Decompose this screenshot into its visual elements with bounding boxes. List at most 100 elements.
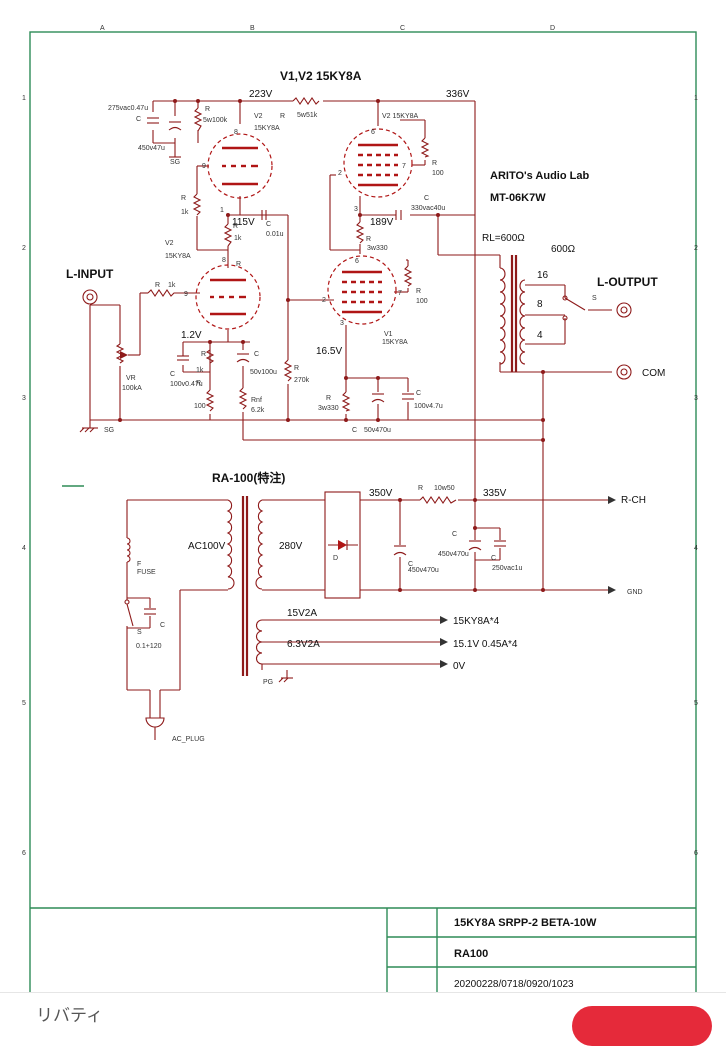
label-c-330: C — [424, 195, 429, 202]
grid-col-d: D — [550, 25, 555, 32]
resistors — [115, 97, 457, 504]
capacitors — [144, 117, 506, 615]
grid-column-letters: A B C D — [100, 25, 555, 32]
pin-3-right: 3 — [354, 206, 358, 213]
grid-row-numbers: 1 2 3 4 5 6 1 2 3 4 5 6 — [22, 95, 698, 857]
label-ac100v: AC100V — [188, 541, 226, 552]
fuse-and-switch — [124, 537, 165, 740]
grid-row-6: 6 — [22, 850, 26, 857]
label-r-3w330-low: R — [326, 395, 331, 402]
pin-2-v1: 2 — [322, 297, 326, 304]
label-3w330-upper: 3w330 — [367, 245, 388, 252]
label-100ka: 100kA — [122, 385, 142, 392]
tube-type-title: V1,V2 15KY8A — [280, 69, 362, 83]
grid-col-c: C — [400, 25, 405, 32]
label-v2-left: V2 — [165, 240, 174, 247]
pin-8-upper: 8 — [234, 129, 238, 136]
label-15ky8a-heater: 15KY8A*4 — [453, 616, 500, 627]
label-switch-s-out: S — [592, 295, 597, 302]
label-sg-top: SG — [170, 159, 180, 166]
bottom-action-button[interactable] — [572, 1006, 712, 1046]
label-c-275: C — [136, 116, 141, 123]
voltage-115v: 115V — [232, 217, 255, 228]
ground-symbols — [79, 155, 293, 683]
pin-6-v1: 6 — [355, 258, 359, 265]
label-r-ch: R-CH — [621, 495, 646, 506]
label-r-10w50: R — [418, 485, 423, 492]
pin-8-lower: 8 — [222, 257, 226, 264]
label-5w51k: 5w51k — [297, 112, 318, 119]
signal-arrows — [440, 496, 616, 668]
label-ra100: RA-100(特注) — [212, 470, 285, 485]
label-c-470-b: C — [452, 531, 457, 538]
label-1k-in: 1k — [168, 282, 176, 289]
grid-row-5: 5 — [22, 700, 26, 707]
bottom-bar-text: リバティ — [36, 1006, 103, 1026]
label-10w50: 10w50 — [434, 485, 455, 492]
pin-6-right: 6 — [371, 129, 375, 136]
label-r-100-low: R — [196, 380, 201, 387]
pin-2-right: 2 — [338, 170, 342, 177]
schematic-labels: V1,V2 15KY8A 223V 336V 115V 189V 1.2V 16… — [66, 69, 665, 743]
label-c-switch: C — [160, 622, 165, 629]
label-0-01u: 0.01u — [266, 231, 284, 238]
label-1k-mid: 1k — [234, 235, 242, 242]
tube-v1 — [327, 255, 397, 325]
schematic-sheet: A B C D 1 2 3 4 5 6 1 2 3 4 5 6 — [22, 25, 698, 1001]
label-ac-plug: AC_PLUG — [172, 736, 205, 743]
pin-7-v1: 7 — [398, 290, 402, 297]
label-15v2a: 15V2A — [287, 608, 317, 619]
label-switch-s-power: S — [137, 629, 142, 636]
pin-9-upper: 9 — [202, 163, 206, 170]
title-block-title: 15KY8A SRPP-2 BETA-10W — [454, 917, 597, 929]
label-r-3w330-upper: R — [366, 236, 371, 243]
label-vr: VR — [126, 375, 136, 382]
label-heater-spec: 15.1V 0.45A*4 — [453, 639, 518, 650]
label-1k-upper: 1k — [181, 209, 189, 216]
label-r-100-right: R — [432, 160, 437, 167]
title-block-dates: 20200228/0718/0920/1023 — [454, 979, 574, 990]
jack-connectors — [82, 289, 632, 380]
grid-row-2: 2 — [22, 245, 26, 252]
junction-dots — [118, 99, 545, 592]
label-275vac: 275vac0.47u — [108, 105, 148, 112]
grid-row-5-right: 5 — [694, 700, 698, 707]
label-3w330-low: 3w330 — [318, 405, 339, 412]
label-250vac1u: 250vac1u — [492, 565, 522, 572]
voltage-223v: 223V — [249, 89, 273, 100]
grid-row-1-right: 1 — [694, 95, 698, 102]
label-450v470u-a: 450v470u — [408, 567, 439, 574]
label-c-50v100u: C — [254, 351, 259, 358]
label-sg-low: SG — [104, 427, 114, 434]
label-0v: 0V — [453, 661, 466, 672]
label-100-right: 100 — [432, 170, 444, 177]
label-r-100k: R — [205, 106, 210, 113]
grid-row-1: 1 — [22, 95, 26, 102]
label-r-1k-mid: R — [233, 223, 238, 230]
label-l-input: L-INPUT — [66, 267, 114, 281]
label-pg: PG — [263, 679, 273, 686]
grid-row-4: 4 — [22, 545, 26, 552]
label-600-ohm: 600Ω — [551, 244, 576, 255]
label-rl-600: RL=600Ω — [482, 233, 525, 244]
tap-4: 4 — [537, 330, 543, 341]
label-com: COM — [642, 368, 665, 379]
voltage-335v: 335V — [483, 488, 507, 499]
label-450v470u-b: 450v470u — [438, 551, 469, 558]
voltage-336v: 336V — [446, 89, 470, 100]
power-transformer — [226, 496, 264, 676]
label-100v4-7u: 100v4.7u — [414, 403, 443, 410]
tap-16: 16 — [537, 270, 549, 281]
label-diode-d: D — [333, 555, 338, 562]
label-r-1k-low: R — [201, 351, 206, 358]
label-lab: ARITO's Audio Lab — [490, 170, 589, 182]
label-v2-top: V2 — [254, 113, 263, 120]
label-r-top: R — [280, 113, 285, 120]
label-15ky8a-top: 15KY8A — [254, 125, 280, 132]
voltage-16-5v: 16.5V — [316, 346, 342, 357]
label-270k: 270k — [294, 377, 310, 384]
grid-row-2-right: 2 — [694, 245, 698, 252]
grid-col-a: A — [100, 25, 105, 32]
tap-8: 8 — [537, 299, 543, 310]
circuit-wires — [89, 100, 612, 718]
